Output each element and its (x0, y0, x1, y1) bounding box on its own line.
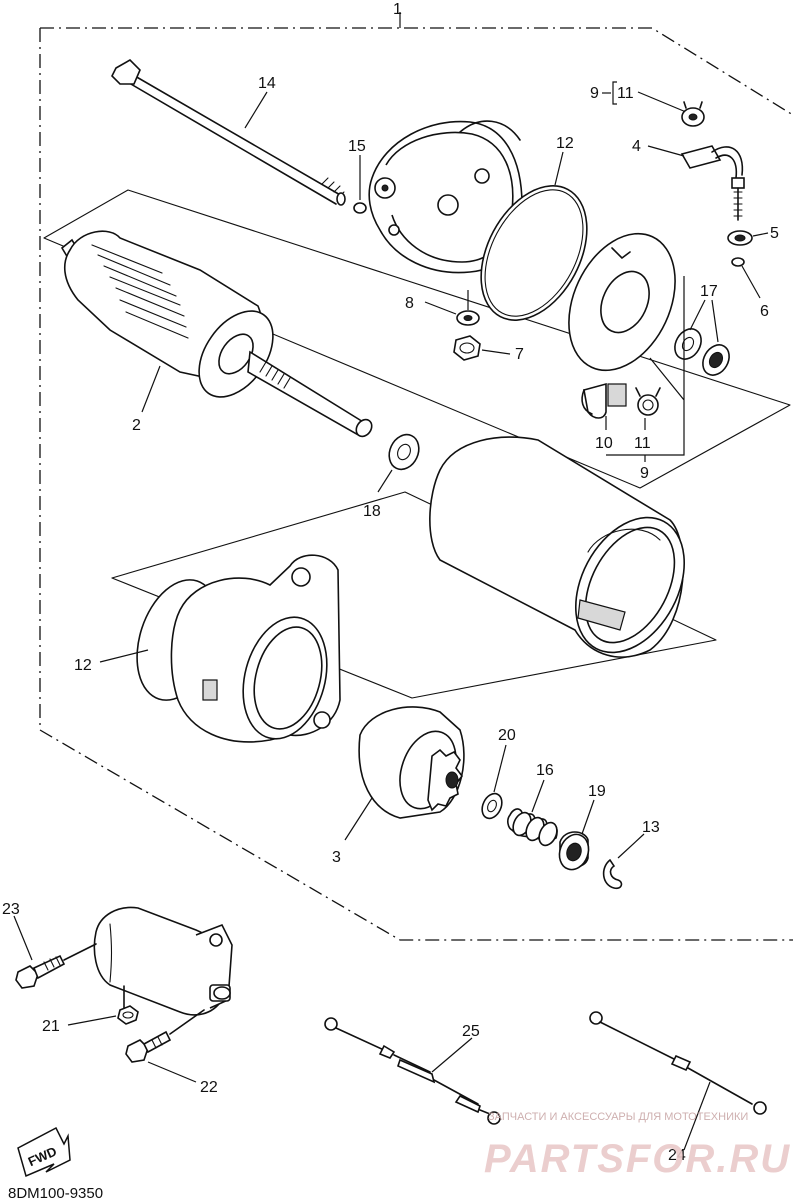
callout-25: 25 (462, 1023, 480, 1040)
rear-cover-part (368, 120, 523, 274)
bolt-22-part (125, 1009, 205, 1063)
starter-motor-assembly-part (93, 906, 233, 1016)
callout-10: 10 (595, 435, 613, 452)
callout-16: 16 (536, 762, 554, 779)
washer-18-part (388, 433, 420, 471)
nut-7-part (453, 335, 481, 361)
callout-20: 20 (498, 727, 516, 744)
callout-9-range-to: 11 (617, 85, 634, 102)
o-ring-6-part (731, 257, 745, 267)
washer-20-part (481, 792, 503, 820)
washer-8-part (456, 290, 480, 326)
o-ring-large-top-part (480, 185, 588, 321)
bolt-23-part (15, 943, 97, 989)
circlip-13-part (602, 858, 623, 890)
watermark-logo: PARTSFOR.RU (484, 1137, 791, 1181)
o-ring-small-part (353, 202, 367, 214)
callout-9: 9 (640, 465, 649, 482)
brush-lead-part (680, 145, 745, 221)
callout-17: 17 (700, 283, 718, 300)
bushing-5-part (727, 230, 753, 246)
callout-18: 18 (363, 503, 381, 520)
callout-8: 8 (405, 295, 414, 312)
insulator-11-top-part (681, 101, 705, 127)
callout-12-bottom: 12 (74, 657, 92, 674)
callout-14: 14 (258, 75, 276, 92)
callout-13: 13 (642, 819, 660, 836)
yoke-housing-part (429, 436, 686, 658)
callout-19: 19 (588, 783, 606, 800)
front-cover-part (170, 554, 341, 743)
callout-21: 21 (42, 1018, 60, 1035)
through-bolt-part (111, 59, 346, 206)
callout-23: 23 (2, 901, 20, 918)
brush-holder-plate-part (568, 232, 676, 372)
catalog-code: 8DM100-9350 (8, 1185, 103, 1202)
callout-3: 3 (332, 849, 341, 866)
watermark: ЗАПЧАСТИ И АКСЕССУАРЫ ДЛЯ МОТОТЕХНИКИ PA… (484, 1111, 791, 1181)
callout-24: 24 (668, 1147, 686, 1164)
washers-17-part (674, 328, 730, 376)
callout-15: 15 (348, 138, 366, 155)
callout-4: 4 (632, 138, 641, 155)
callout-7: 7 (515, 346, 524, 363)
callout-6: 6 (760, 303, 769, 320)
assembly-boundary (39, 27, 793, 941)
callout-1: 1 (393, 1, 402, 18)
watermark-tagline: ЗАПЧАСТИ И АКСЕССУАРЫ ДЛЯ МОТОТЕХНИКИ (488, 1111, 748, 1123)
spring-16-part (507, 808, 558, 847)
pinion-clutch-part (358, 706, 465, 819)
lead-wire-25-part (324, 1017, 501, 1125)
spring-11-part (635, 387, 661, 416)
callout-12-top: 12 (556, 135, 574, 152)
callout-5: 5 (770, 225, 779, 242)
ground-lead-24-part (589, 1011, 767, 1115)
callout-2: 2 (132, 417, 141, 434)
washer-21-part (117, 1005, 139, 1025)
brush-10-part (581, 382, 627, 419)
callout-11: 11 (634, 435, 651, 452)
collar-19-part (558, 831, 590, 871)
fwd-arrow-icon: FWD (17, 1126, 71, 1178)
armature-part (60, 230, 373, 438)
callout-22: 22 (200, 1079, 218, 1096)
callout-9-range: 9 (590, 85, 599, 102)
